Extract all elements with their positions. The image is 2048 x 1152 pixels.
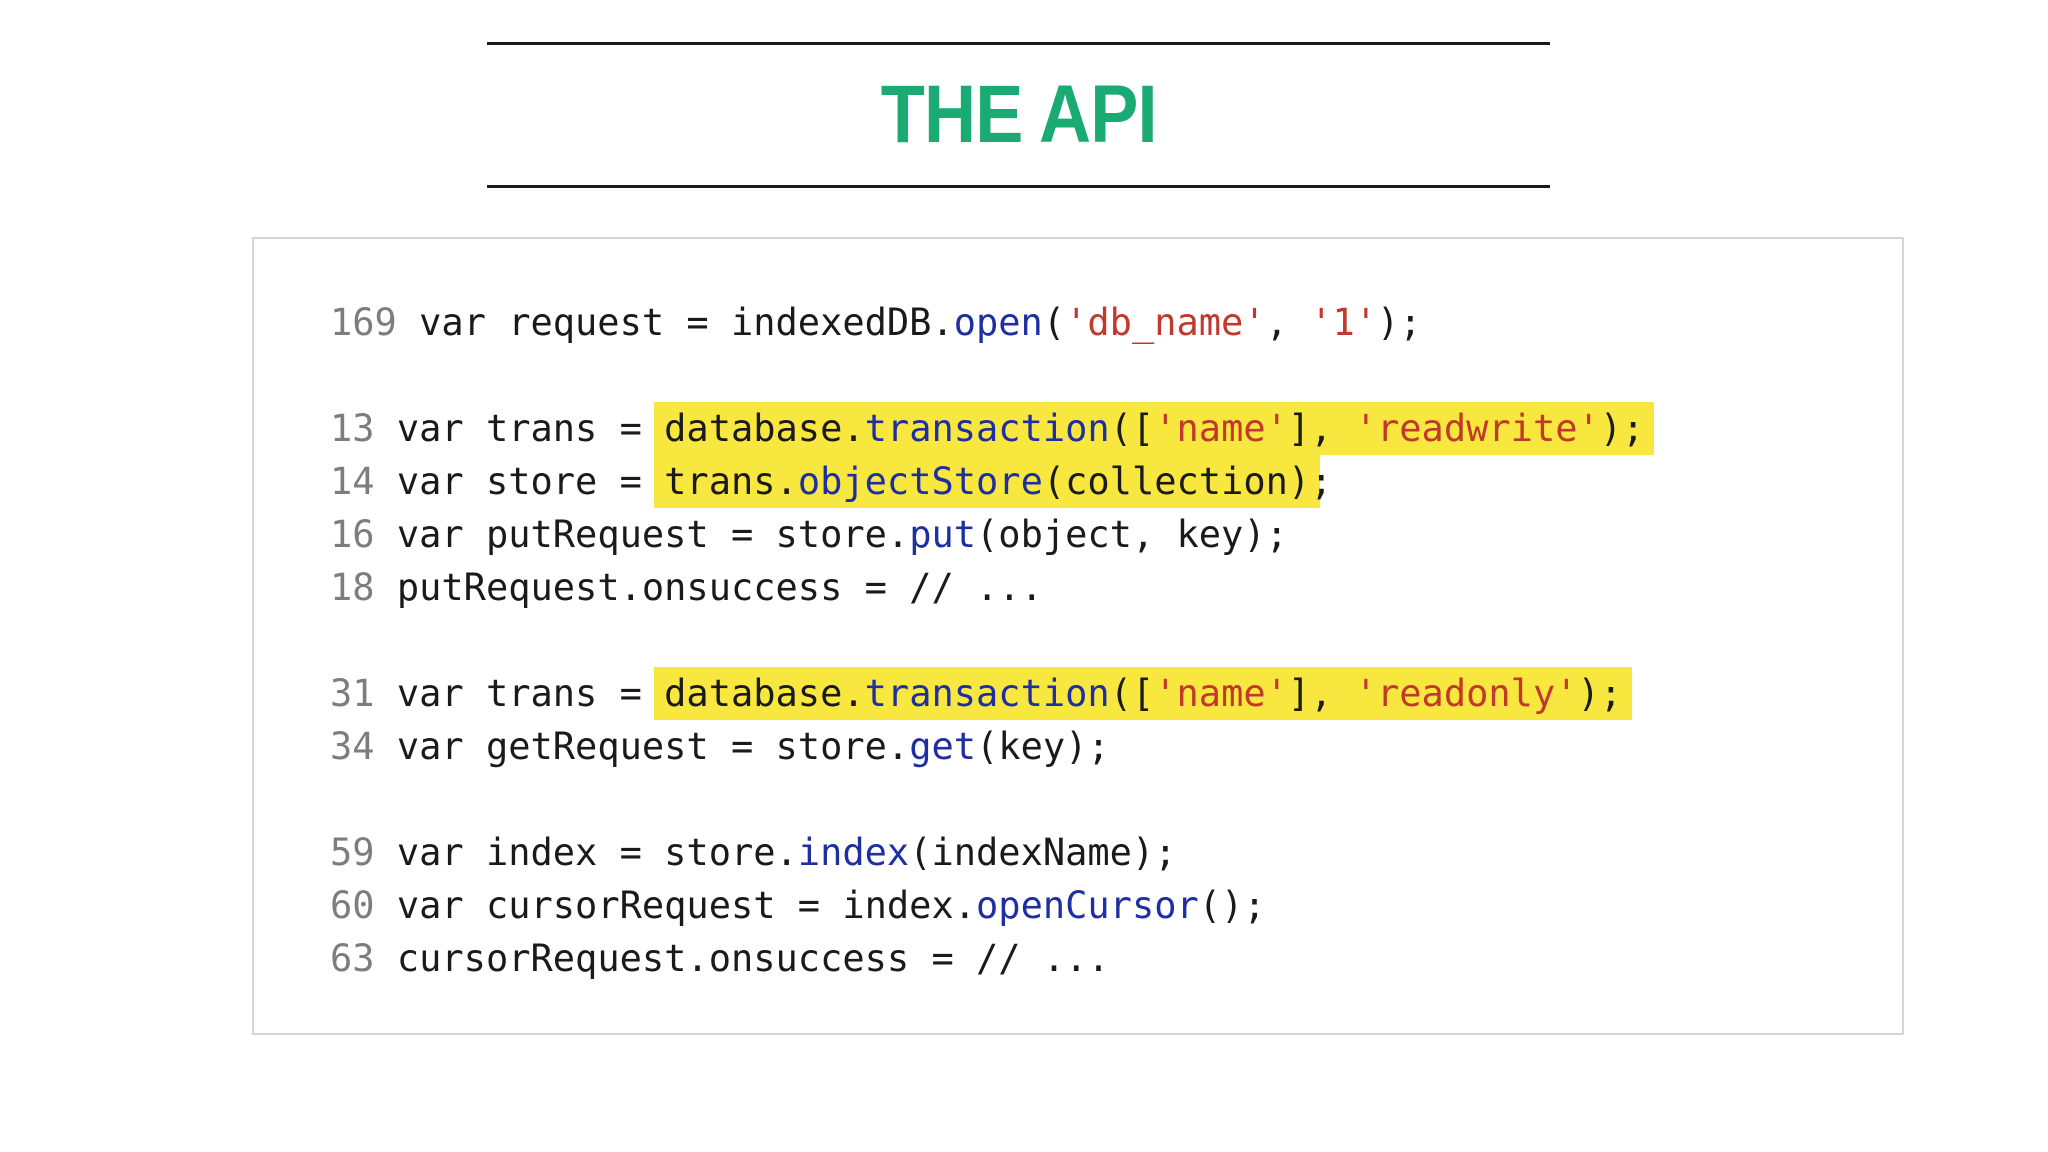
code-line: 169 var request = indexedDB.open('db_nam… (330, 296, 1878, 349)
code-token-plain: ], (1287, 672, 1355, 715)
code-line: 18 putRequest.onsuccess = // ... (330, 561, 1878, 614)
code-token-plain: ( (1042, 301, 1066, 344)
code-token-method: put (909, 513, 977, 556)
code-token-method: get (909, 725, 977, 768)
code-token-plain: database. (664, 407, 865, 450)
code-token-plain: (key); (976, 725, 1110, 768)
code-token-plain: cursorRequest.onsuccess = // ... (374, 937, 1110, 980)
line-number: 31 (330, 672, 375, 715)
line-number: 13 (330, 407, 375, 450)
code-line (330, 349, 1878, 402)
code-token-method: transaction (864, 407, 1110, 450)
code-token-plain: (object, key); (976, 513, 1288, 556)
code-token-plain: ); (1577, 672, 1623, 715)
code-token-string: 'readwrite' (1354, 407, 1600, 450)
line-number: 60 (330, 884, 375, 927)
title-block: THE API (487, 42, 1550, 188)
code-token-plain: (indexName); (909, 831, 1177, 874)
code-line: 60 var cursorRequest = index.openCursor(… (330, 879, 1878, 932)
code-token-plain: var putRequest = store. (374, 513, 910, 556)
code-highlight: trans.objectStore(collection) (654, 455, 1321, 508)
code-token-string: 'readonly' (1354, 672, 1578, 715)
code-token-plain: var index = store. (374, 831, 798, 874)
code-token-plain: (collection) (1042, 460, 1311, 503)
code-token-method: index (797, 831, 910, 874)
code-token-string: 'db_name' (1065, 301, 1266, 344)
code-token-plain: var request = indexedDB. (396, 301, 954, 344)
code-line: 34 var getRequest = store.get(key); (330, 720, 1878, 773)
code-token-plain: var store = (374, 460, 665, 503)
line-number: 63 (330, 937, 375, 980)
line-number: 16 (330, 513, 375, 556)
code-token-plain: var trans = (374, 407, 665, 450)
code-token-method: openCursor (976, 884, 1199, 927)
code-panel: 169 var request = indexedDB.open('db_nam… (252, 237, 1904, 1035)
code-token-plain: putRequest.onsuccess = // ... (374, 566, 1043, 609)
code-token-plain: var trans = (374, 672, 665, 715)
code-token-plain: ([ (1109, 672, 1155, 715)
code-line: 59 var index = store.index(indexName); (330, 826, 1878, 879)
line-number: 169 (330, 301, 397, 344)
code-token-plain: ; (1310, 460, 1333, 503)
code-token-plain: var getRequest = store. (374, 725, 910, 768)
code-token-plain: ); (1377, 301, 1422, 344)
code-line (330, 773, 1878, 826)
line-number: 59 (330, 831, 375, 874)
code-line: 31 var trans = database.transaction(['na… (330, 667, 1878, 720)
code-line (330, 614, 1878, 667)
code-token-plain: var cursorRequest = index. (374, 884, 977, 927)
page-title: THE API (880, 69, 1158, 160)
line-number: 14 (330, 460, 375, 503)
code-line: 63 cursorRequest.onsuccess = // ... (330, 932, 1878, 985)
code-token-string: '1' (1310, 301, 1377, 344)
code-highlight: database.transaction(['name'], 'readonly… (654, 667, 1633, 720)
code-line: 16 var putRequest = store.put(object, ke… (330, 508, 1878, 561)
line-number: 18 (330, 566, 375, 609)
code-token-plain: ([ (1109, 407, 1155, 450)
code-token-string: 'name' (1154, 672, 1288, 715)
code-highlight: database.transaction(['name'], 'readwrit… (654, 402, 1655, 455)
code-token-plain: ); (1599, 407, 1645, 450)
code-token-method: transaction (864, 672, 1110, 715)
code-token-string: 'name' (1154, 407, 1288, 450)
code-token-plain: database. (664, 672, 865, 715)
code-token-plain: trans. (664, 460, 798, 503)
code-token-plain: (); (1198, 884, 1266, 927)
code-token-plain: , (1265, 301, 1311, 344)
code-line: 14 var store = trans.objectStore(collect… (330, 455, 1878, 508)
code-token-method: open (953, 301, 1043, 344)
code-token-method: objectStore (797, 460, 1043, 503)
code-line: 13 var trans = database.transaction(['na… (330, 402, 1878, 455)
line-number: 34 (330, 725, 375, 768)
code-token-plain: ], (1287, 407, 1355, 450)
